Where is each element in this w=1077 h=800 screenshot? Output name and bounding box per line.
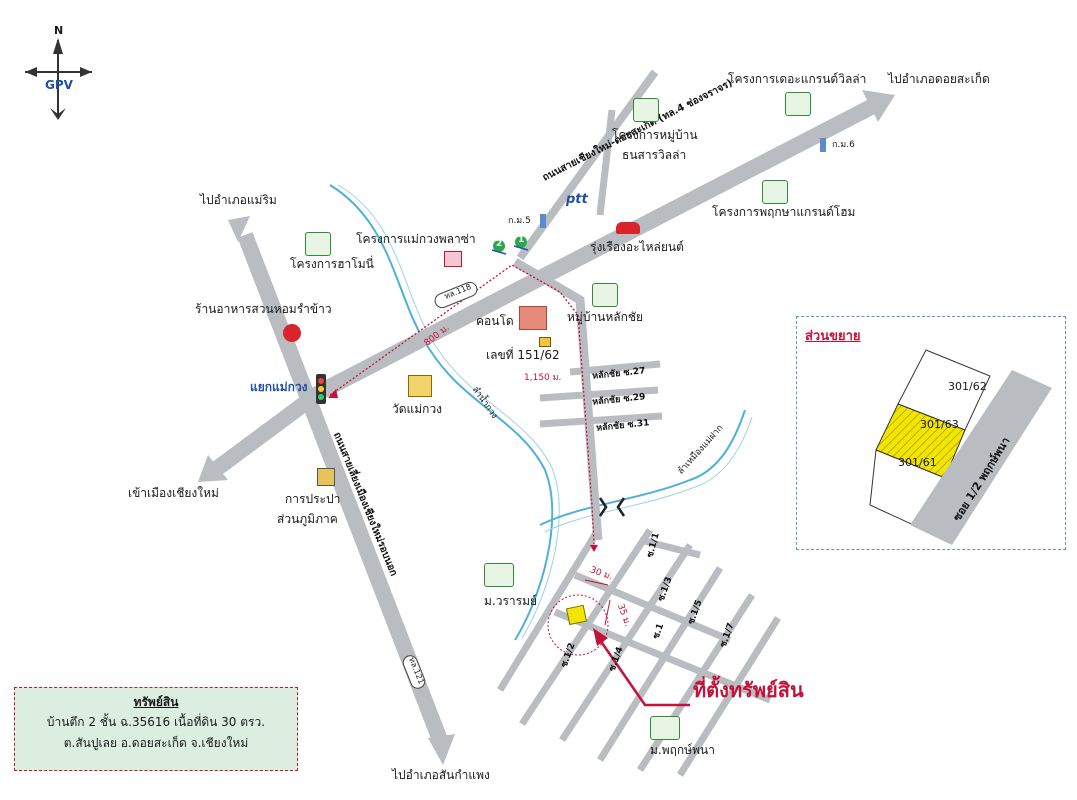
house-icon xyxy=(305,232,331,256)
dest-city: เข้าเมืองเชียงใหม่ xyxy=(128,486,219,500)
plaza-icon xyxy=(444,251,462,267)
house-icon xyxy=(592,283,618,307)
house-icon xyxy=(785,92,811,116)
label-thanasan-1: โครงการหมู่บ้าน xyxy=(612,128,698,142)
ring-road-arrow-south xyxy=(428,734,455,765)
ring-road-arrow-north xyxy=(228,216,250,242)
label-property-location: ที่ตั้งทรัพย์สิน xyxy=(693,678,804,702)
label-rungrueang: รุ่งเรืองอะไหล่ยนต์ xyxy=(590,240,684,254)
property-circle xyxy=(547,594,609,656)
main-road-line xyxy=(316,97,879,400)
house-icon xyxy=(650,716,680,740)
house-icon xyxy=(633,98,659,122)
restaurant-icon xyxy=(283,324,301,342)
label-house-no: เลขที่ 151/62 xyxy=(486,348,560,362)
dist-1150: 1,150 ม. xyxy=(524,373,562,383)
label-wat-mae-kuang: วัดแม่กวง xyxy=(392,402,443,416)
river-mae-kuang xyxy=(329,184,554,641)
plot-301-61: 301/61 xyxy=(898,456,937,469)
river-secondary xyxy=(337,184,560,639)
label-waterworks-1: การประปา xyxy=(285,492,341,506)
traffic-light-icon xyxy=(316,374,326,404)
house-icon xyxy=(762,180,788,204)
label-km6: ก.ม.6 xyxy=(832,140,855,150)
road-south xyxy=(512,258,603,541)
label-mae-kuang-plaza: โครงการแม่กวงพลาซ่า xyxy=(356,232,476,246)
compass-brand: GPV xyxy=(45,78,73,92)
compass-icon xyxy=(25,38,92,120)
river-mae-faek-2 xyxy=(544,416,753,533)
main-road-arrow xyxy=(862,90,895,122)
property-marker xyxy=(565,604,588,626)
label-waterworks-2: ส่วนภูมิภาค xyxy=(277,512,338,526)
inset-title: ส่วนขยาย xyxy=(805,329,861,344)
label-condo: คอนโด xyxy=(476,314,514,328)
label-km5: ก.ม.5 xyxy=(508,216,531,226)
home-small-icon xyxy=(539,337,551,347)
label-waraporn: ม.วรารมย์ xyxy=(484,594,538,608)
road-to-city-arrow xyxy=(198,455,228,482)
asset-info-box: ทรัพย์สิน บ้านตึก 2 ชั้น ฉ.35616 เนื้อที… xyxy=(14,687,298,771)
plot-301-63: 301/63 xyxy=(920,418,959,431)
route-dotted xyxy=(329,264,595,546)
dest-san-kamphaeng: ไปอำเภอสันกำแพง xyxy=(392,768,490,782)
building-icon xyxy=(519,306,547,330)
inset-graphics xyxy=(869,349,1052,545)
dest-mae-rim: ไปอำเภอแม่ริม xyxy=(200,193,277,207)
dest-doi-saket: ไปอำเภอดอยสะเก็ด xyxy=(888,72,990,86)
waterworks-icon xyxy=(317,468,335,486)
label-pruksa-village: ม.พฤกษ์พนา xyxy=(650,743,715,757)
inset-expanded-map: ส่วนขยาย xyxy=(796,316,1066,550)
car-icon xyxy=(616,222,640,234)
road-north-2 xyxy=(596,109,616,216)
junction-1: 1 xyxy=(518,235,525,245)
asset-title: ทรัพย์สิน xyxy=(133,695,179,709)
tower-icon xyxy=(820,138,826,152)
asset-line-1: บ้านตึก 2 ชั้น ฉ.35616 เนื้อที่ดิน 30 ตร… xyxy=(46,715,266,730)
label-pruksa-grand: โครงการพฤกษาแกรนด์โฮม xyxy=(712,205,856,219)
label-ptt: ptt xyxy=(566,192,588,207)
label-grand-villa: โครงการเดอะแกรนด์วิลล่า xyxy=(728,72,867,86)
label-restaurant: ร้านอาหารสวนหอมรำข้าว xyxy=(195,302,332,316)
compass-north: N xyxy=(54,24,64,37)
property-pointer xyxy=(598,639,690,707)
label-mae-kuang-junction: แยกแม่กวง xyxy=(250,380,308,394)
bridge-icon xyxy=(598,497,626,517)
plot-301-62: 301/62 xyxy=(948,380,987,393)
label-hamony: โครงการฮาโมนี่ xyxy=(290,257,374,271)
label-lak-chai-village: หมู่บ้านหลักชัย xyxy=(567,310,644,324)
house-icon xyxy=(484,563,514,587)
tower-icon xyxy=(540,214,546,228)
river-mae-faek xyxy=(539,409,746,526)
junction-2: 2 xyxy=(496,239,503,249)
asset-line-2: ต.สันปูเลย อ.ดอยสะเก็ด จ.เชียงใหม่ xyxy=(63,735,249,750)
temple-icon xyxy=(408,375,432,397)
label-thanasan-2: ธนสารวิลล่า xyxy=(622,148,687,162)
